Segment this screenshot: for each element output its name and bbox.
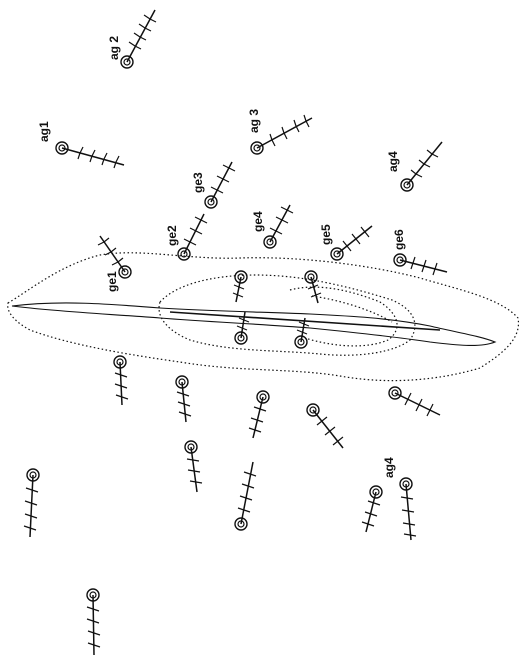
label-ag1: ag1 (37, 121, 51, 142)
seta-lower-7 (235, 462, 256, 530)
seta-ag4-top (401, 142, 442, 191)
seta-lower-6 (185, 441, 202, 492)
label-ge5: ge5 (319, 224, 333, 245)
label-ag4-bottom: ag4 (382, 457, 396, 478)
gut (12, 303, 495, 346)
seta-lower-11 (87, 589, 100, 655)
seta-lower-1 (114, 356, 128, 405)
label-ag3: ag 3 (247, 109, 261, 133)
body-outline (8, 253, 519, 381)
seta-inner-1 (233, 271, 247, 302)
label-ge2: ge2 (165, 225, 179, 246)
seta-lower-3 (249, 391, 269, 438)
seta-lower-2 (176, 376, 191, 422)
seta-ag1 (56, 142, 124, 168)
seta-ge3 (205, 162, 235, 208)
seta-ge4 (264, 205, 293, 248)
label-ge4: ge4 (251, 211, 265, 232)
seta-ge5 (331, 226, 372, 260)
seta-ag2 (121, 10, 156, 68)
label-ge6: ge6 (392, 229, 406, 250)
seta-ge2 (178, 214, 207, 260)
label-ge3: ge3 (191, 172, 205, 193)
seta-lower-8 (24, 469, 39, 537)
seta-lower-4 (307, 404, 343, 448)
seta-inner-4 (295, 318, 309, 348)
label-ag2: ag 2 (107, 36, 121, 60)
seta-ge6 (394, 254, 447, 275)
seta-lower-10 (400, 478, 416, 540)
label-ag4-top: ag4 (386, 151, 400, 172)
seta-lower-5 (389, 387, 440, 416)
label-ge1: ge1 (105, 271, 119, 292)
seta-lower-9 (362, 486, 382, 532)
